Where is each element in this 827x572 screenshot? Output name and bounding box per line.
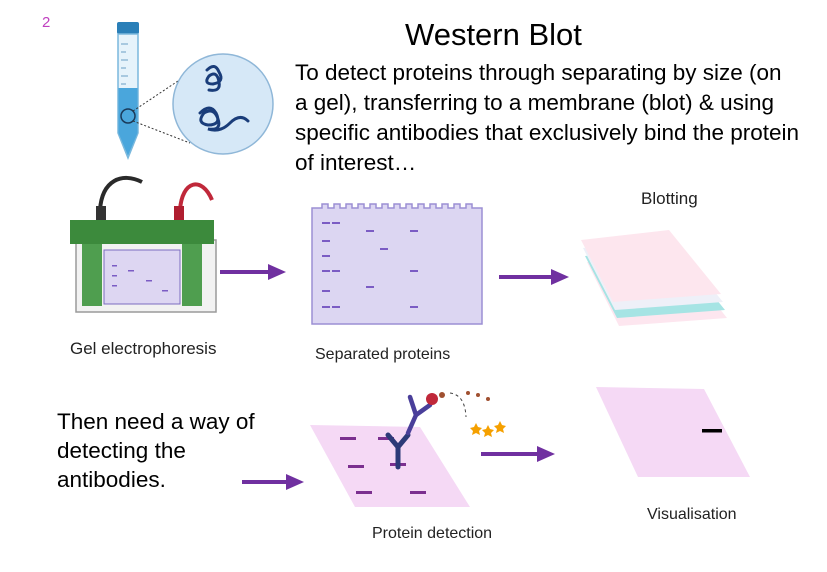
intro-text: To detect proteins through separating by… [295,60,800,175]
band [378,437,394,440]
signal-stars [470,421,506,437]
visualisation-illustration [596,387,750,477]
secondary-antibody [405,394,433,436]
black-lead [98,176,143,211]
slide-number: 2 [42,14,51,31]
zoom-indicator [120,108,136,124]
blotting-label: Blotting [641,189,698,208]
gel-electrophoresis-label: Gel electrophoresis [70,339,217,358]
enzyme [426,393,438,405]
arrow-to-detection [242,474,304,490]
band [410,491,426,494]
gel-slab [103,249,181,305]
protein-zoom-circle [172,53,274,155]
arrow-separated-to-blotting [499,269,569,285]
gel-electrophoresis-illustration [70,176,217,313]
visualisation-label: Visualisation [647,506,737,523]
band [348,465,364,468]
visualisation-membrane [596,387,750,477]
reaction-arrow [449,392,467,418]
band [340,437,356,440]
detected-band [702,429,722,433]
blotting-stack-illustration [581,230,727,326]
band [356,491,372,494]
arrow-gel-to-separated [220,264,286,280]
arrow-detection-to-visualisation [481,446,555,462]
red-lead [178,182,214,211]
separated-proteins-gel [311,203,483,325]
tube-cap [117,22,139,34]
sample-tube-illustration [117,22,274,161]
paper-layer-top [581,230,721,302]
protein-detection-label: Protein detection [372,525,493,542]
tube-liquid [118,88,138,156]
page-title: Western Blot [405,17,582,52]
protein-detection-illustration [310,391,506,507]
separated-proteins-label: Separated proteins [315,346,451,363]
primary-antibody [385,432,411,470]
detection-intro-text: Then need a way of detecting the antibod… [57,409,255,492]
lid [70,220,214,244]
